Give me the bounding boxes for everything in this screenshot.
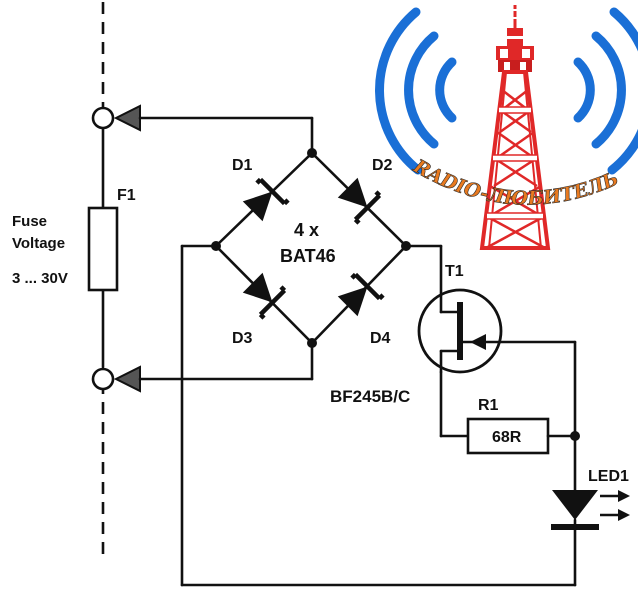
diode-d1-label: D1 <box>232 157 253 174</box>
transistor-part: BF245B/C <box>330 387 410 406</box>
probe-arrow-top <box>113 104 314 132</box>
transistor-ref: T1 <box>445 263 464 280</box>
terminal-icon-top <box>91 106 115 130</box>
fuse-ref: F1 <box>117 187 136 204</box>
terminal-icon-bottom <box>91 367 115 391</box>
watermark-text: RADIO-ЛЮБИТЕЛЬ <box>409 155 622 210</box>
radio-tower-icon: RADIO-ЛЮБИТЕЛЬ <box>375 5 638 250</box>
led-icon <box>551 490 630 587</box>
radio-waves-left <box>375 7 457 175</box>
radio-waves-right <box>573 7 638 175</box>
bridge-part-label: BAT46 <box>280 246 336 266</box>
voltage-range: 3 ... 30V <box>12 270 68 287</box>
probe-arrow-bottom <box>113 365 314 393</box>
diode-d4-label: D4 <box>370 330 391 347</box>
resistor-icon <box>466 417 550 455</box>
diode-d2-label: D2 <box>372 157 393 174</box>
fuse-label: Fuse <box>12 213 47 230</box>
voltage-label: Voltage <box>12 235 65 252</box>
resistor-ref: R1 <box>478 397 499 414</box>
bridge-count-label: 4 x <box>294 220 319 240</box>
jfet-icon <box>417 288 577 374</box>
tower-structure <box>479 5 551 250</box>
diode-d3-label: D3 <box>232 330 253 347</box>
fuse-icon <box>87 206 119 292</box>
resistor-value: 68R <box>492 429 522 446</box>
led-ref: LED1 <box>588 468 629 485</box>
